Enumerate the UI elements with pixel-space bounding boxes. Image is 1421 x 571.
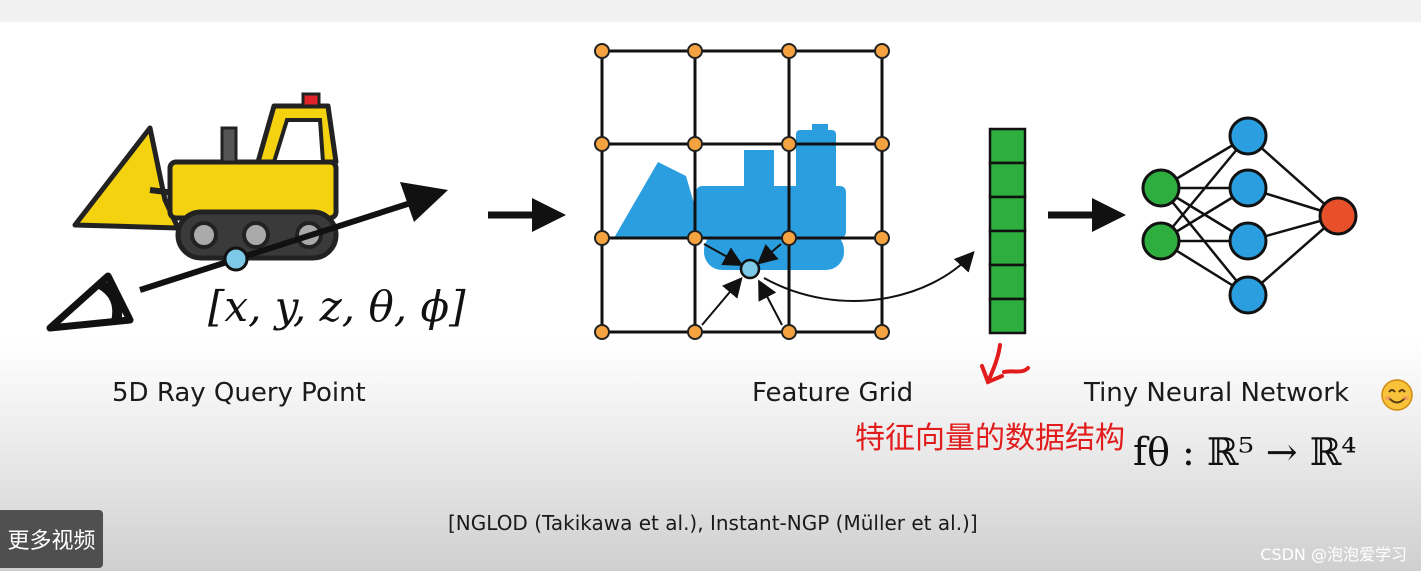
curved-arrow [763, 251, 975, 302]
red-annotation-arrow [980, 343, 1030, 385]
bulldozer-icon [72, 92, 339, 261]
arrow-to-network [1048, 198, 1126, 232]
network-edge [1160, 135, 1249, 242]
top-bar [0, 0, 1421, 22]
hidden-node [1228, 221, 1268, 261]
grid-vertex [594, 324, 610, 340]
bulldozer-silhouette-icon [614, 124, 846, 270]
feature-vector-cell [988, 161, 1027, 199]
feature-vector-cell [988, 195, 1027, 233]
input-node [1141, 168, 1181, 208]
label-feature-grid: Feature Grid [752, 378, 914, 408]
label-tiny-neural-network: Tiny Neural Network [1084, 378, 1350, 408]
output-node [1318, 196, 1358, 236]
grid-query-point [739, 258, 761, 280]
grid-vertices [594, 43, 890, 340]
citation: [NGLOD (Takikawa et al.), Instant-NGP (M… [448, 511, 978, 535]
feature-vector [988, 127, 1027, 335]
query-point [223, 246, 249, 272]
network-edge [1247, 215, 1339, 296]
network-formula: fθ : ℝ⁵ → ℝ⁴ [1133, 430, 1357, 474]
feature-vector-cell [988, 263, 1027, 301]
hidden-node [1228, 168, 1268, 208]
grid-vertex [687, 230, 703, 246]
hidden-node [1228, 116, 1268, 156]
grid-vertex [781, 324, 797, 340]
feature-vector-cell [988, 229, 1027, 267]
input-coordinates: [x, y, z, θ, ϕ] [208, 282, 466, 331]
eye-icon [46, 272, 134, 332]
grid-vertex [781, 230, 797, 246]
network-edges [1160, 134, 1339, 297]
ray-arrow [139, 197, 421, 293]
feature-vector-cell [988, 297, 1027, 335]
interpolation-arrows [701, 243, 783, 326]
grid-vertex [781, 43, 797, 59]
arrow-to-grid [488, 198, 566, 232]
watermark: CSDN @泡泡爱学习 [1260, 545, 1407, 564]
grid-vertex [594, 230, 610, 246]
feature-vector-cell [988, 127, 1027, 165]
hidden-node [1228, 275, 1268, 315]
grid-vertex [594, 136, 610, 152]
chinese-annotation: 特征向量的数据结构 [855, 421, 1125, 456]
grid-vertex [781, 136, 797, 152]
grid-vertex [874, 43, 890, 59]
grid-vertex [874, 230, 890, 246]
grid-vertex [874, 324, 890, 340]
smiley-icon [1381, 379, 1413, 411]
grid-vertex [687, 324, 703, 340]
input-node [1141, 221, 1181, 261]
label-ray-query-point: 5D Ray Query Point [112, 378, 366, 408]
network-edge [1247, 135, 1339, 217]
grid-vertex [687, 43, 703, 59]
feature-grid [600, 49, 884, 334]
grid-vertex [594, 43, 610, 59]
ray-arrowhead [400, 182, 448, 222]
more-videos-button[interactable]: 更多视频 [0, 510, 103, 568]
grid-vertex [687, 136, 703, 152]
grid-vertex [874, 136, 890, 152]
network-nodes [1141, 116, 1358, 315]
